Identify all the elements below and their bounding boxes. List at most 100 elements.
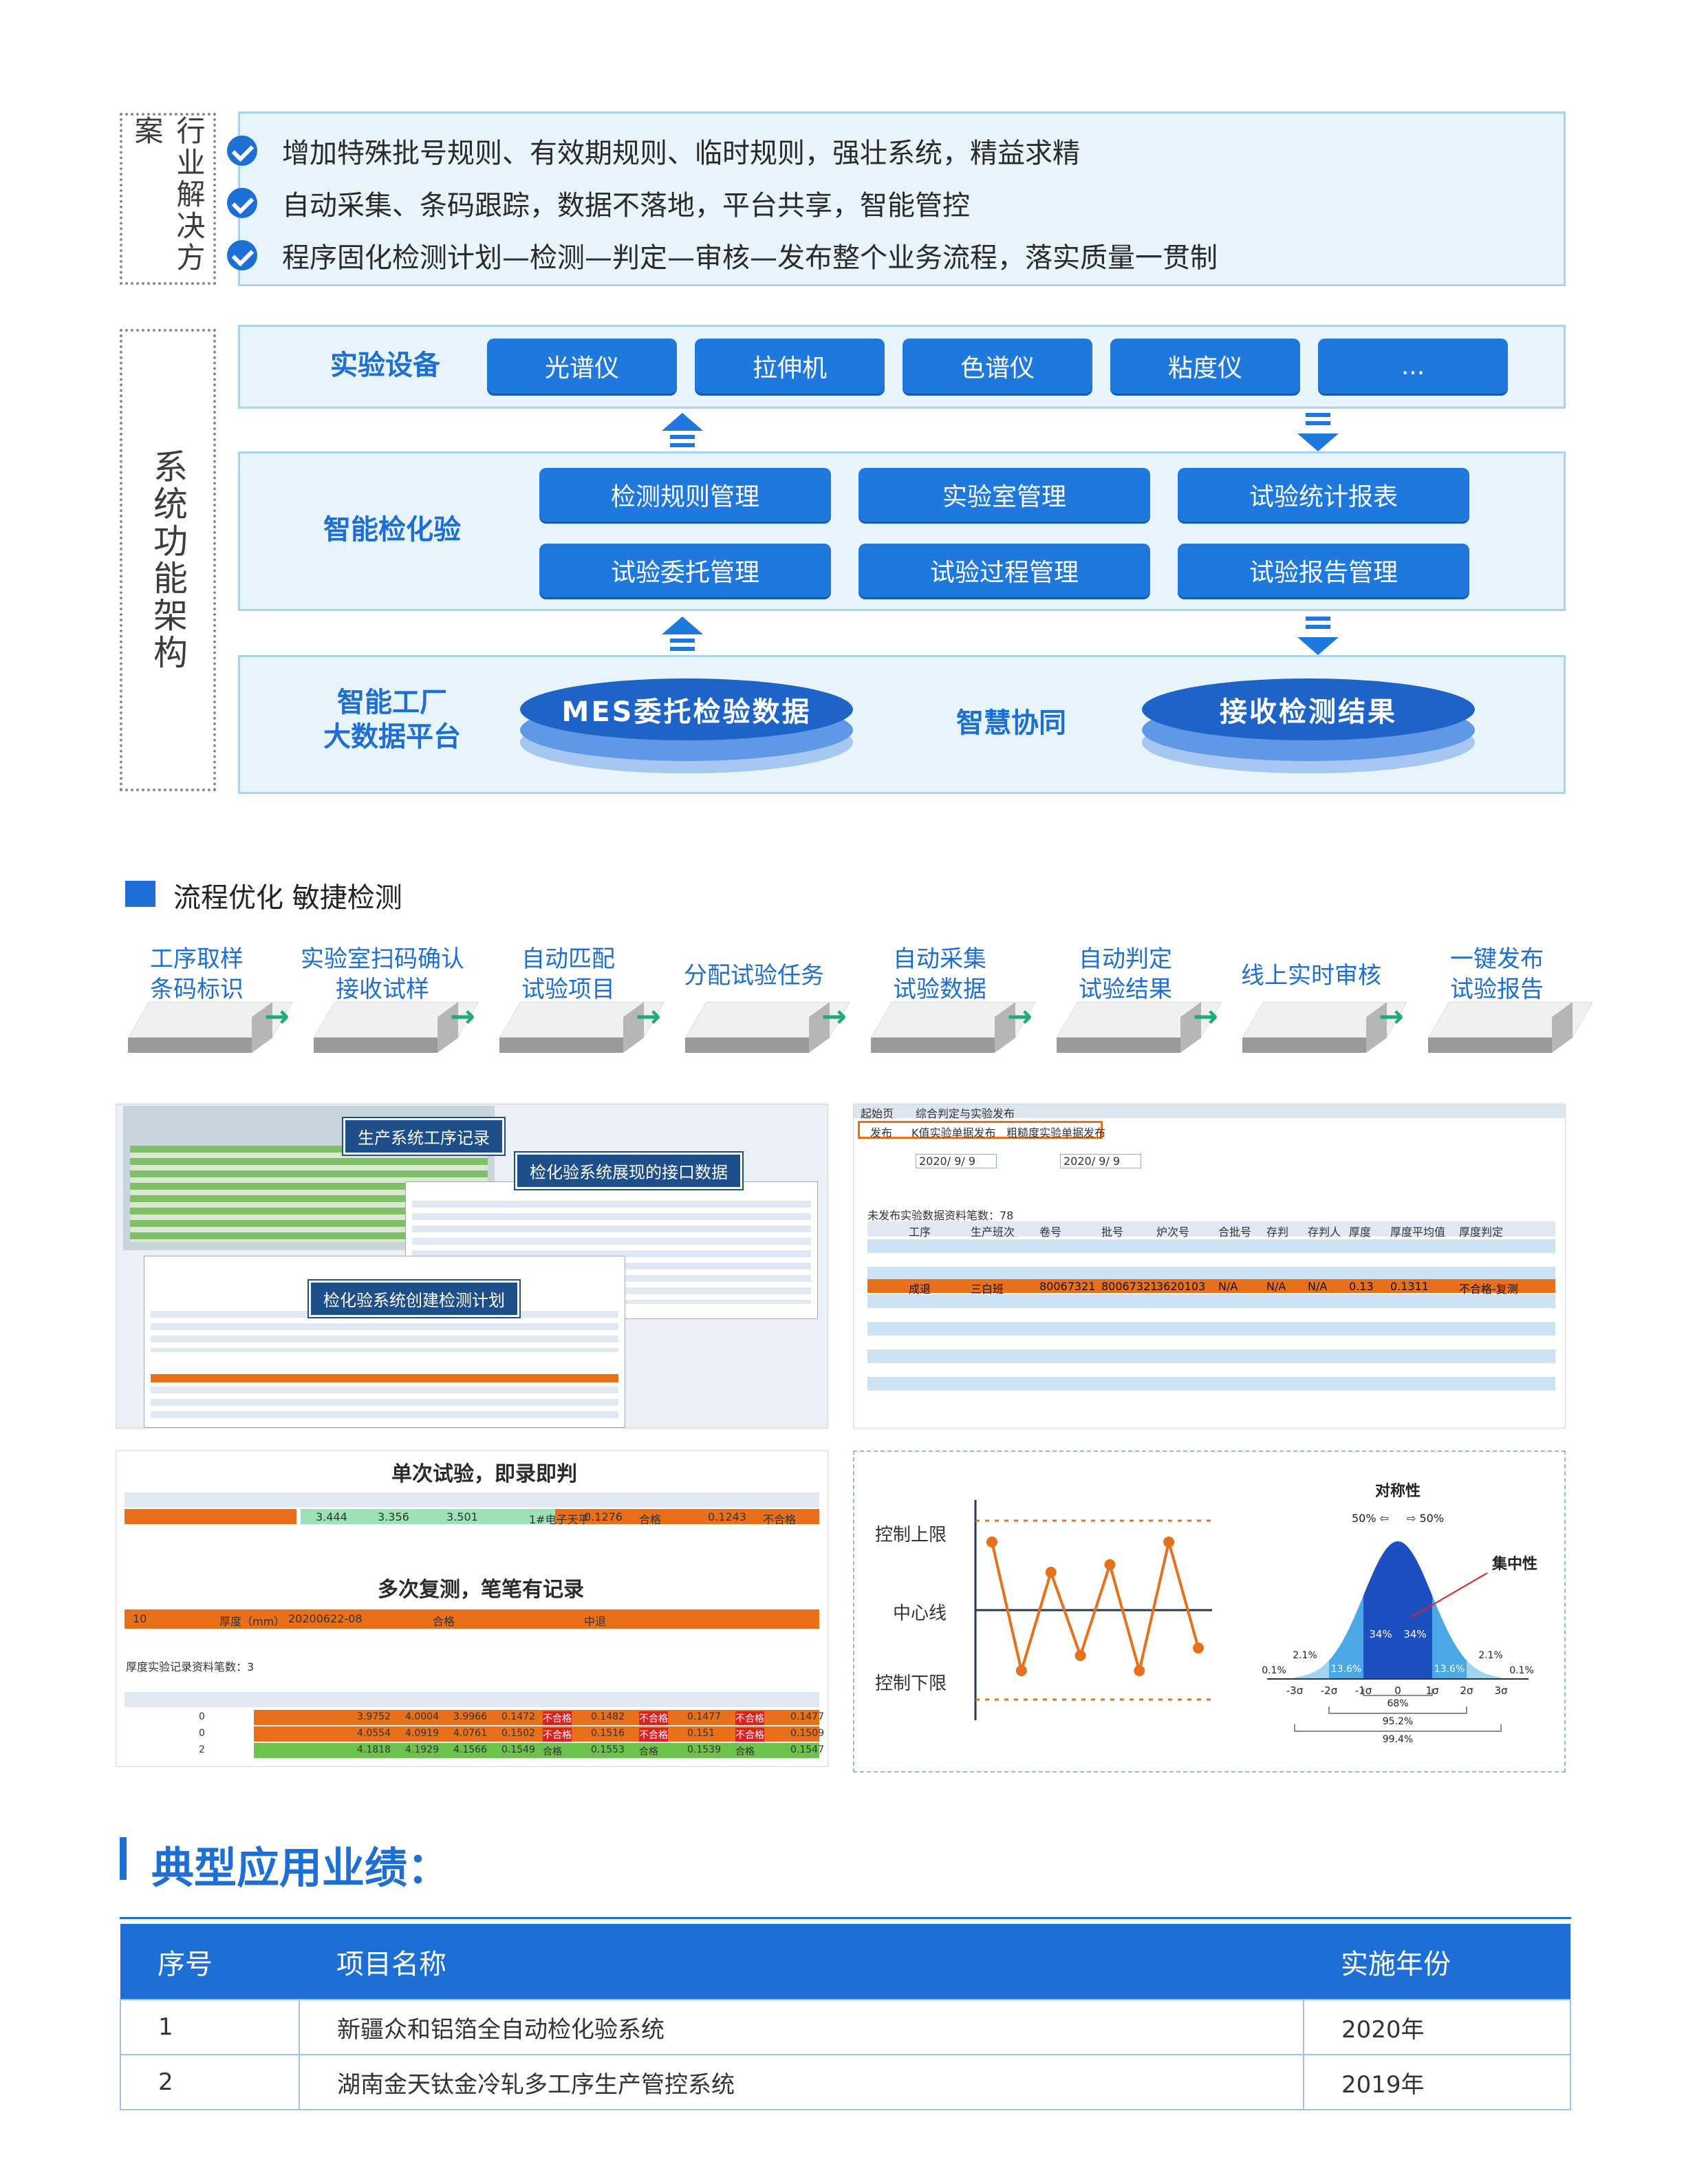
result-label: 接收检测结果 — [1142, 678, 1475, 740]
single-test-cell: 0.1276 — [584, 1510, 623, 1523]
arrow-down-icon — [1297, 413, 1339, 451]
highlight-row-cell: 80067321 — [1039, 1280, 1096, 1293]
record-count: 厚度实验记录资料笔数：3 — [126, 1660, 255, 1673]
retest-row[interactable] — [254, 1710, 819, 1725]
range-bracket — [1363, 1689, 1433, 1696]
header-project: 项目名称 — [299, 1924, 1304, 2000]
collaboration-label: 智慧协同 — [956, 707, 1066, 739]
grid-header-cell[interactable]: 存判人 — [1308, 1225, 1341, 1239]
control-chart — [974, 1500, 1212, 1720]
retest-cell: 3.9966 — [453, 1711, 487, 1722]
distribution-band — [1329, 1595, 1363, 1679]
k-value-release-button[interactable]: K值实验单据发布 — [911, 1126, 996, 1139]
single-test-cell: 3.356 — [378, 1510, 409, 1523]
retest-cell: 0.151 — [687, 1728, 715, 1739]
grid-header-cell[interactable]: 厚度平均值 — [1390, 1225, 1446, 1239]
concentration-pointer — [1411, 1572, 1488, 1618]
grid-header-cell[interactable]: 批号 — [1101, 1225, 1124, 1239]
process-step-label: 一键发布 试验报告 — [1450, 945, 1544, 1004]
retest-cell: 合格 — [735, 1746, 755, 1757]
header-index: 序号 — [120, 1924, 299, 2000]
roughness-release-button[interactable]: 粗糙度实验单据发布 — [1006, 1126, 1106, 1139]
callout-production-records: 生产系统工序记录 — [343, 1118, 504, 1155]
performance-table: 序号 项目名称 实施年份 1 新疆众和铝箔全自动检化验系统 2020年 2 湖南… — [120, 1924, 1571, 2110]
retest-cell: 4.0761 — [453, 1728, 487, 1739]
sigma-tick-label: -3σ — [1286, 1684, 1304, 1697]
release-button[interactable]: 发布 — [870, 1126, 893, 1139]
flow-arrow-icon: → — [264, 999, 290, 1034]
mes-data-disc: MES委托检验数据 — [520, 678, 853, 775]
table-row: 1 新疆众和铝箔全自动检化验系统 2020年 — [120, 1999, 1571, 2055]
solution-bullet: 自动采集、条码跟踪，数据不落地，平台共享，智能管控 — [227, 183, 970, 223]
tab-start[interactable]: 起始页 — [861, 1107, 894, 1120]
control-point — [1045, 1567, 1057, 1578]
row-index: 2 — [120, 2054, 300, 2110]
inspection-item: 试验过程管理 — [859, 544, 1150, 597]
screenshot-production-records: 生产系统工序记录 检化验系统展现的接口数据 检化验系统创建检测计划 — [116, 1104, 828, 1428]
retest-cell: 0.1509 — [790, 1728, 824, 1739]
arrow-down-icon — [1297, 617, 1339, 655]
single-test-cell: 3.444 — [316, 1510, 347, 1523]
retest-cell: 0.1477 — [790, 1711, 824, 1722]
retest-cell: 不合格 — [639, 1711, 668, 1725]
control-upper-label: 控制上限 — [875, 1525, 947, 1545]
center-line-label: 中心线 — [893, 1603, 947, 1624]
grid-header-cell[interactable]: 厚度 — [1349, 1225, 1372, 1239]
distribution-band — [1295, 1660, 1329, 1679]
pct-136-right: 13.6% — [1434, 1664, 1465, 1675]
retest-cell: 0.1482 — [591, 1711, 625, 1722]
retest-row[interactable] — [254, 1726, 819, 1742]
grid-header-cell[interactable]: 厚度判定 — [1459, 1225, 1504, 1239]
process-step-slab — [499, 1002, 665, 1056]
retest-row[interactable] — [254, 1743, 819, 1758]
single-test-cell: 1#电子天平 — [529, 1513, 590, 1526]
process-step-slab — [685, 1002, 851, 1056]
retest-cell: 0 — [199, 1711, 205, 1722]
grid-header-cell[interactable]: 存判 — [1266, 1225, 1289, 1239]
inspection-title: 智能检化验 — [323, 514, 461, 546]
detail-cell: 厚度（mm） — [219, 1615, 285, 1628]
sigma-tick-label: 0 — [1394, 1684, 1401, 1697]
solution-bullet-text: 程序固化检测计划—检测—判定—审核—发布整个业务流程，落实质量一贯制 — [282, 242, 1218, 274]
control-lower-label: 控制下限 — [875, 1673, 947, 1694]
highlight-row[interactable] — [867, 1279, 1555, 1293]
process-step-slab — [871, 1002, 1037, 1056]
date-from-field[interactable]: 2020/ 9/ 9 — [916, 1154, 997, 1168]
architecture-side-label: 系统功能架构 — [120, 329, 216, 791]
sigma-tick-label: 3σ — [1494, 1684, 1508, 1697]
range-label: 95.2% — [1383, 1716, 1413, 1727]
mes-data-label: MES委托检验数据 — [520, 678, 853, 740]
retest-cell: 不合格 — [735, 1728, 764, 1742]
check-circle-icon — [227, 136, 257, 166]
control-point — [986, 1537, 997, 1548]
tab-release[interactable]: 综合判定与实验发布 — [916, 1107, 1015, 1120]
row-year: 2019年 — [1303, 2054, 1571, 2110]
highlight-row-cell: N/A — [1308, 1280, 1328, 1293]
retest-cell: 0.1502 — [501, 1728, 535, 1739]
retest-cell: 4.1566 — [453, 1744, 487, 1755]
solution-panel — [238, 111, 1566, 286]
process-step-slab — [1428, 1002, 1594, 1056]
control-point — [1193, 1642, 1204, 1653]
grid-header-cell[interactable]: 工序 — [909, 1225, 931, 1239]
process-step-label: 自动匹配 试验项目 — [521, 945, 615, 1004]
retest-cell: 0.1539 — [687, 1744, 721, 1755]
platform-title-line2: 大数据平台 — [323, 721, 461, 753]
retest-cell: 2 — [199, 1744, 205, 1755]
grid-header-cell[interactable]: 炉次号 — [1156, 1225, 1190, 1239]
process-step-slab — [1057, 1002, 1222, 1056]
control-point — [1163, 1537, 1175, 1548]
grid-header-cell[interactable]: 合批号 — [1218, 1225, 1252, 1239]
highlight-row-cell: 三白班 — [971, 1283, 1004, 1296]
grid-header-cell[interactable]: 卷号 — [1039, 1225, 1062, 1239]
process-step-label: 工序取样 条码标识 — [150, 945, 244, 1004]
pct-34-right: 34% — [1403, 1628, 1426, 1640]
grid-header-cell[interactable]: 生产班次 — [971, 1225, 1015, 1239]
process-step-label: 自动判定 试验结果 — [1079, 945, 1172, 1004]
inspection-item: 检测规则管理 — [539, 468, 831, 522]
concentration-label: 集中性 — [1491, 1555, 1537, 1573]
date-to-field[interactable]: 2020/ 9/ 9 — [1060, 1154, 1142, 1168]
flow-arrow-icon: → — [821, 999, 847, 1034]
process-step-label: 实验室扫码确认 接收试样 — [301, 945, 464, 1004]
